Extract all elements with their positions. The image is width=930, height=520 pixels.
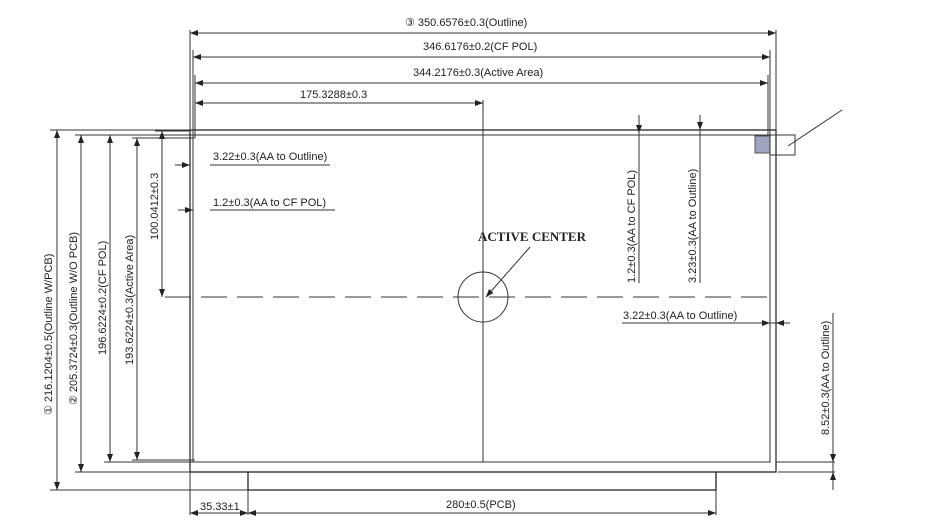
active-center-circle — [457, 271, 509, 323]
left-aa-outline-label: 3.22±0.3(AA to Outline) — [213, 151, 327, 163]
corner-marker-leader — [787, 109, 843, 147]
active-center-label: ACTIVE CENTER — [478, 229, 587, 244]
pcb-width-label: 280±0.5(PCB) — [446, 499, 516, 511]
half-height-label: 100.0412±0.3 — [149, 173, 161, 240]
cf-pol-height-label: 196.6224±0.2(CF POL) — [97, 241, 109, 355]
height-without-pcb-label: ② 205.3724±0.3(Outline W/O PCB) — [68, 232, 80, 405]
pcb-offset-label: 35.33±1 — [200, 501, 240, 513]
pcb-outline — [247, 472, 717, 491]
half-width-label: 175.3288±0.3 — [300, 89, 367, 101]
right-aa-outline-label: 3.22±0.3(AA to Outline) — [623, 310, 737, 322]
bottom-aa-outline-label: 8.52±0.3(AA to Outline) — [820, 321, 832, 435]
left-aa-cfpol-label: 1.2±0.3(AA to CF POL) — [213, 197, 326, 209]
top-aa-outline-label: 3.23±0.3(AA to Outline) — [687, 169, 699, 283]
active-area-height-label: 193.6224±0.3(Active Area) — [124, 235, 136, 365]
active-area-width-label: 344.2176±0.3(Active Area) — [413, 67, 543, 79]
corner-marker-box — [769, 134, 796, 156]
outline-width-label: ③ 350.6576±0.3(Outline) — [405, 17, 527, 29]
cf-pol-width-label: 346.6176±0.2(CF POL) — [423, 41, 537, 53]
top-aa-cfpol-label: 1.2±0.3(AA to CF POL) — [626, 170, 638, 283]
corner-marker — [754, 135, 771, 154]
height-with-pcb-label: ① 216.1204±0.5(Outline W/PCB) — [43, 254, 55, 415]
active-center-leader — [485, 246, 531, 298]
